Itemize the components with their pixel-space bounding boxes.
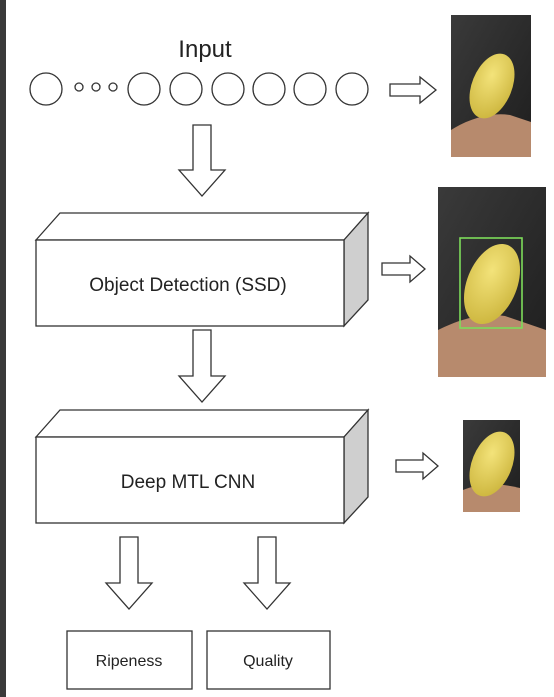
input-neurons (29, 72, 369, 106)
bounding-box (459, 237, 523, 329)
input-neuron (211, 72, 245, 106)
right-arrow-input (389, 75, 438, 105)
ellipsis-dot (74, 82, 84, 92)
box1-front (35, 239, 345, 327)
input-neuron (293, 72, 327, 106)
input-neuron (29, 72, 63, 106)
input-neuron (335, 72, 369, 106)
box1-top (34, 212, 370, 241)
box2-front (35, 436, 345, 524)
object-detection-box (34, 211, 370, 328)
deep-mtl-cnn-box (34, 408, 370, 525)
quality-box (206, 630, 331, 690)
quality-label: Quality (243, 653, 293, 670)
box2-top (34, 409, 370, 438)
cropped-photo (463, 420, 520, 512)
detection-photo (438, 187, 546, 377)
deep-mtl-cnn-label: Deep MTL CNN (121, 472, 255, 493)
ripeness-box (66, 630, 193, 690)
down-arrow-ripeness (104, 536, 154, 610)
input-photo (451, 15, 531, 157)
down-arrow-1 (177, 124, 227, 197)
ripeness-label: Ripeness (96, 653, 163, 670)
ellipsis-dot (108, 82, 118, 92)
right-arrow-detection (381, 254, 426, 284)
input-neuron (127, 72, 161, 106)
input-neuron (252, 72, 286, 106)
input-label: Input (178, 36, 232, 63)
left-border (0, 0, 6, 697)
down-arrow-quality (242, 536, 292, 610)
input-neuron (169, 72, 203, 106)
right-arrow-crop (395, 451, 439, 481)
down-arrow-2 (177, 329, 227, 403)
object-detection-label: Object Detection (SSD) (89, 275, 286, 296)
ellipsis-dot (91, 82, 101, 92)
